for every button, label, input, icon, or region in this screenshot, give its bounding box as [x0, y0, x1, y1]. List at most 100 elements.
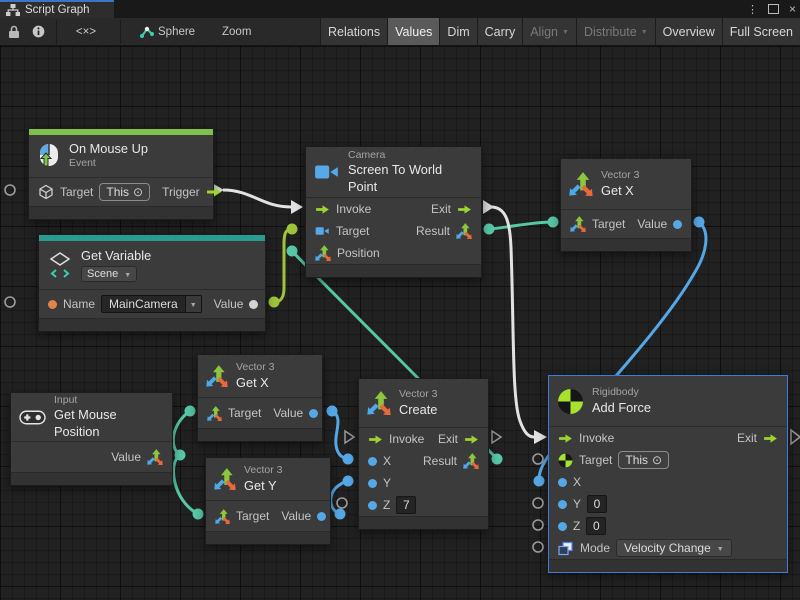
node-on-mouse-up[interactable]: On Mouse Up Event Target This ⊙ Trigger	[28, 128, 221, 220]
carry-button[interactable]: Carry	[476, 18, 523, 45]
close-icon[interactable]: ×	[788, 2, 796, 16]
node-footer	[29, 206, 213, 219]
variable-icon	[49, 252, 71, 278]
tab-title: Script Graph	[25, 4, 90, 16]
vector3-icon	[214, 468, 236, 490]
info-button[interactable]	[28, 21, 48, 42]
variable-scope-dropdown[interactable]: Scene ▼	[81, 266, 138, 283]
node-header[interactable]: On Mouse Up Event	[29, 135, 213, 177]
node-get-x-top[interactable]: Vector 3 Get X Target Value	[560, 158, 692, 252]
exec-arrow-icon	[465, 434, 478, 444]
self-target-icon: ⊙	[133, 185, 144, 199]
node-header[interactable]: Vector 3 Get X	[198, 355, 322, 397]
node-footer	[198, 428, 322, 441]
trigger-label: Trigger	[162, 185, 200, 199]
zoom-label: Zoom	[222, 25, 252, 38]
node-get-variable[interactable]: Get Variable Scene ▼ Name MainCamera ▼ V…	[38, 234, 266, 332]
node-category: Input	[54, 393, 78, 406]
event-accent-bar	[29, 129, 213, 135]
relations-button[interactable]: Relations	[320, 18, 388, 45]
node-header[interactable]: Vector 3 Get X	[561, 159, 691, 209]
number-port-dot[interactable]	[368, 478, 377, 488]
number-port-dot[interactable]	[558, 499, 567, 509]
z-value-field[interactable]: 0	[586, 517, 607, 535]
window-menu-icon[interactable]: ⋮	[746, 3, 758, 16]
toolbar-button-group: Relations Values Dim Carry Align▼ Distri…	[320, 18, 800, 46]
y-label: Y	[383, 476, 392, 490]
lock-icon	[9, 25, 19, 38]
overview-button[interactable]: Overview	[654, 18, 722, 45]
variable-accent-bar	[39, 235, 265, 241]
align-dropdown[interactable]: Align▼	[522, 18, 576, 45]
gameobject-cube-icon	[39, 184, 53, 200]
vector3-icon	[456, 223, 472, 239]
node-category: Camera	[348, 148, 386, 161]
number-port-dot[interactable]	[317, 511, 327, 521]
node-header[interactable]: Rigidbody Add Force	[549, 376, 787, 426]
node-create-vector3[interactable]: Vector 3 Create Invoke Exit X Result	[358, 378, 489, 530]
node-header[interactable]: Input Get Mouse Position	[11, 393, 172, 441]
number-port-dot[interactable]	[368, 500, 377, 510]
number-port-dot[interactable]	[558, 521, 567, 531]
node-get-y[interactable]: Vector 3 Get Y Target Value	[205, 457, 331, 545]
node-header[interactable]: Vector 3 Get Y	[206, 458, 330, 500]
invoke-label: Invoke	[336, 202, 372, 216]
x-label: X	[573, 475, 582, 489]
exec-arrow-icon	[764, 433, 777, 443]
exec-arrow-icon	[369, 434, 382, 444]
node-category: Rigidbody	[592, 385, 639, 398]
vector3-icon	[215, 508, 230, 524]
variable-name-dropdown[interactable]: MainCamera ▼	[101, 295, 202, 313]
graph-name[interactable]: Sphere	[158, 25, 196, 38]
node-screen-to-world-point[interactable]: Camera Screen To World Point Invoke Exit…	[305, 146, 482, 278]
node-title: Screen To World Point	[348, 162, 443, 194]
node-title: Get X	[601, 182, 634, 198]
node-footer	[306, 264, 481, 277]
full-screen-button[interactable]: Full Screen	[721, 18, 800, 45]
target-label: Target	[60, 185, 94, 199]
invoke-label: Invoke	[579, 431, 615, 445]
number-port-dot[interactable]	[368, 456, 377, 466]
info-icon	[32, 25, 44, 38]
node-footer	[206, 531, 330, 544]
values-button[interactable]: Values	[387, 18, 440, 45]
chevron-down-icon: ▼	[562, 29, 569, 36]
this-target-button[interactable]: This ⊙	[99, 183, 151, 201]
target-label: Target	[228, 406, 262, 420]
number-port-dot[interactable]	[309, 408, 319, 418]
node-header[interactable]: Get Variable Scene ▼	[39, 241, 265, 289]
dim-button[interactable]: Dim	[439, 18, 477, 45]
node-category: Vector 3	[236, 360, 275, 373]
node-footer	[359, 516, 488, 529]
node-header[interactable]: Camera Screen To World Point	[306, 147, 481, 197]
number-port-dot[interactable]	[558, 477, 567, 487]
node-get-mouse-position[interactable]: Input Get Mouse Position Value	[10, 392, 173, 486]
exit-label: Exit	[437, 432, 458, 446]
node-add-force[interactable]: Rigidbody Add Force Invoke Exit Target	[548, 375, 788, 573]
node-title: Get Variable	[81, 247, 152, 263]
mode-label: Mode	[580, 541, 611, 555]
z-value-field[interactable]: 7	[396, 496, 417, 514]
lock-button[interactable]	[4, 21, 24, 42]
string-port-dot[interactable]	[48, 299, 57, 309]
force-mode-dropdown[interactable]: Velocity Change ▼	[616, 539, 732, 557]
value-label: Value	[111, 450, 141, 464]
maximize-icon[interactable]	[767, 4, 779, 14]
number-port-dot[interactable]	[673, 219, 683, 229]
node-subtitle: Event	[69, 157, 96, 170]
node-header[interactable]: Vector 3 Create	[359, 379, 488, 427]
mouse-up-icon	[39, 144, 58, 167]
vector3-icon	[147, 449, 163, 465]
target-label: Target	[592, 217, 626, 231]
this-target-button[interactable]: This ⊙	[618, 451, 670, 469]
exec-arrow-icon	[559, 433, 572, 443]
distribute-dropdown[interactable]: Distribute▼	[575, 18, 655, 45]
node-footer	[11, 472, 172, 485]
code-preview-button[interactable]: <×>	[66, 21, 106, 42]
exit-label: Exit	[736, 431, 757, 445]
y-value-field[interactable]: 0	[587, 495, 608, 513]
chevron-down-icon: ▼	[716, 545, 724, 553]
tab-script-graph[interactable]: Script Graph	[0, 0, 114, 18]
object-port-dot[interactable]	[249, 299, 259, 309]
node-get-x-mid[interactable]: Vector 3 Get X Target Value	[197, 354, 323, 442]
